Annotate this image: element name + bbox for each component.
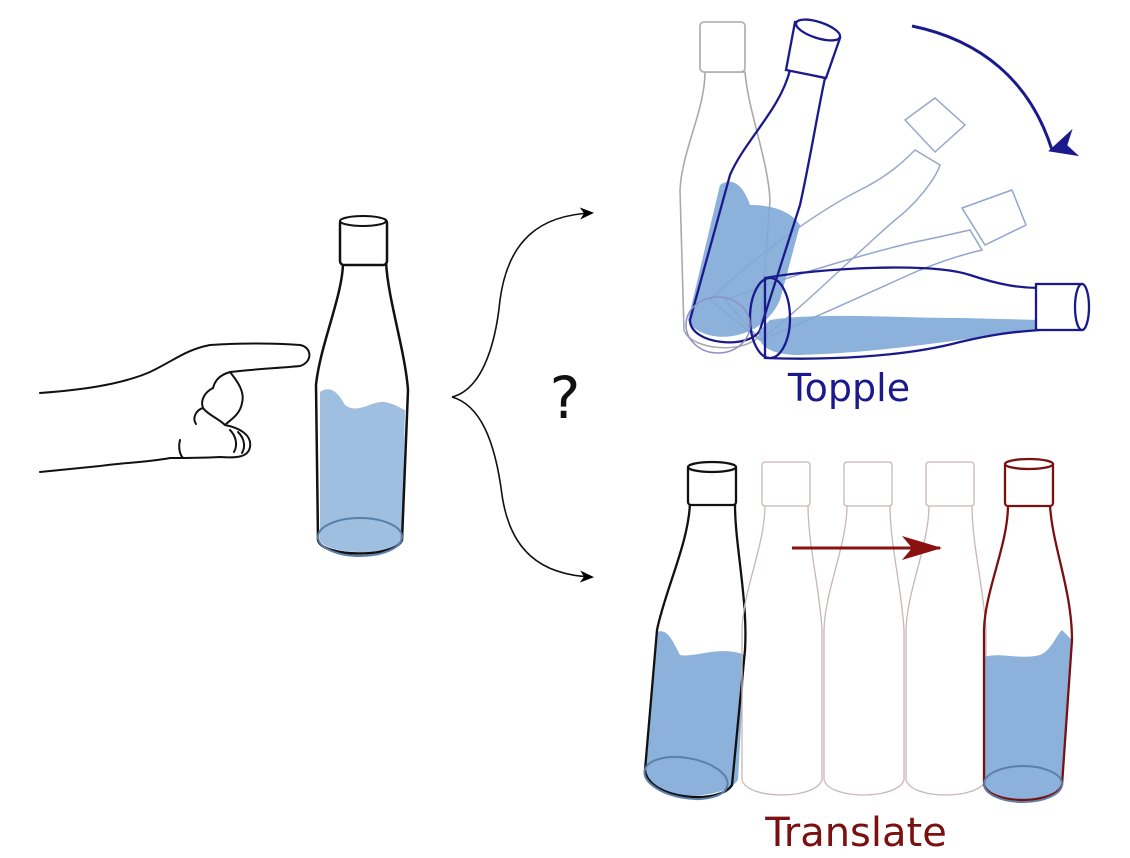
topple-bottle-ghost-45 (708, 97, 967, 341)
center-bottle-water (320, 389, 405, 552)
curved-arrow-icon-bottom (451, 396, 594, 583)
topple-bottle-final-water (759, 315, 1040, 355)
question-mark: ? (550, 364, 581, 432)
topple-sequence (679, 18, 1091, 360)
pointing-hand-icon (39, 342, 311, 473)
translate-bottle-end (982, 457, 1074, 803)
translate-bottle-start-water (645, 631, 745, 796)
topple-bottle-ghost-upright (679, 21, 771, 349)
topple-bottle-main (688, 18, 842, 344)
translate-bottle-ghost-2 (823, 461, 905, 796)
translate-sequence (643, 457, 1074, 803)
topple-bottle-main-water (688, 181, 800, 337)
translate-bottle-ghost-1 (741, 461, 823, 796)
translate-label: Translate (764, 810, 947, 856)
center-bottle-outline (314, 260, 410, 555)
translate-bottle-start (643, 460, 747, 801)
translate-bottle-end-water (984, 630, 1072, 800)
translate-bottle-ghost-3 (905, 461, 987, 796)
curved-arrow-icon-topple (911, 24, 1080, 157)
topple-label: Topple (787, 366, 910, 410)
center-bottle (314, 215, 410, 557)
topple-bottle-ghost-70 (723, 189, 1027, 341)
topple-bottle-final (748, 266, 1091, 360)
curved-arrow-icon-top (451, 207, 594, 398)
